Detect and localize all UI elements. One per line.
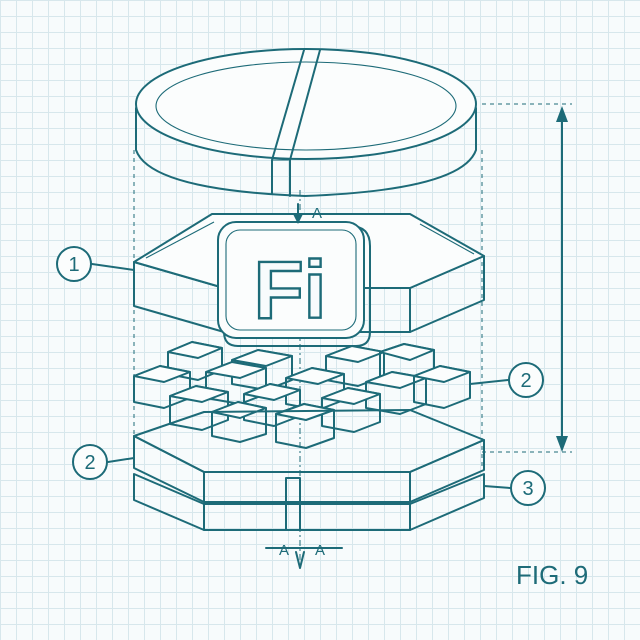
- callout-number: 2: [84, 452, 95, 474]
- cube: [169, 385, 229, 431]
- cube: [413, 365, 471, 409]
- grid-plate-layer-2: [133, 409, 485, 503]
- cube-array-layer: [133, 341, 471, 449]
- cube: [133, 365, 191, 409]
- callout-number: 3: [522, 478, 533, 500]
- callout-number: 2: [520, 370, 531, 392]
- height-dimension-arrow: [556, 106, 568, 452]
- base-plate-layer-3: [133, 473, 485, 531]
- callout-2-right: 2: [469, 362, 544, 398]
- callout-2-left: 2: [72, 444, 135, 480]
- section-marker-top: A: [293, 203, 322, 224]
- section-label-bottom-left: A: [279, 542, 289, 559]
- cube: [211, 401, 267, 443]
- logo-block: Fi: [217, 221, 371, 347]
- logo-text: Fi: [254, 245, 327, 336]
- top-lid-disc: [135, 48, 477, 197]
- callout-3: 3: [483, 470, 546, 506]
- callout-1: 1: [56, 246, 135, 282]
- cube: [321, 387, 381, 433]
- figure-label: FIG. 9: [516, 560, 588, 590]
- callout-number: 1: [68, 254, 79, 276]
- section-label-top: A: [312, 205, 322, 222]
- section-marker-bottom: A A: [265, 542, 343, 569]
- section-label-bottom-right: A: [315, 542, 325, 559]
